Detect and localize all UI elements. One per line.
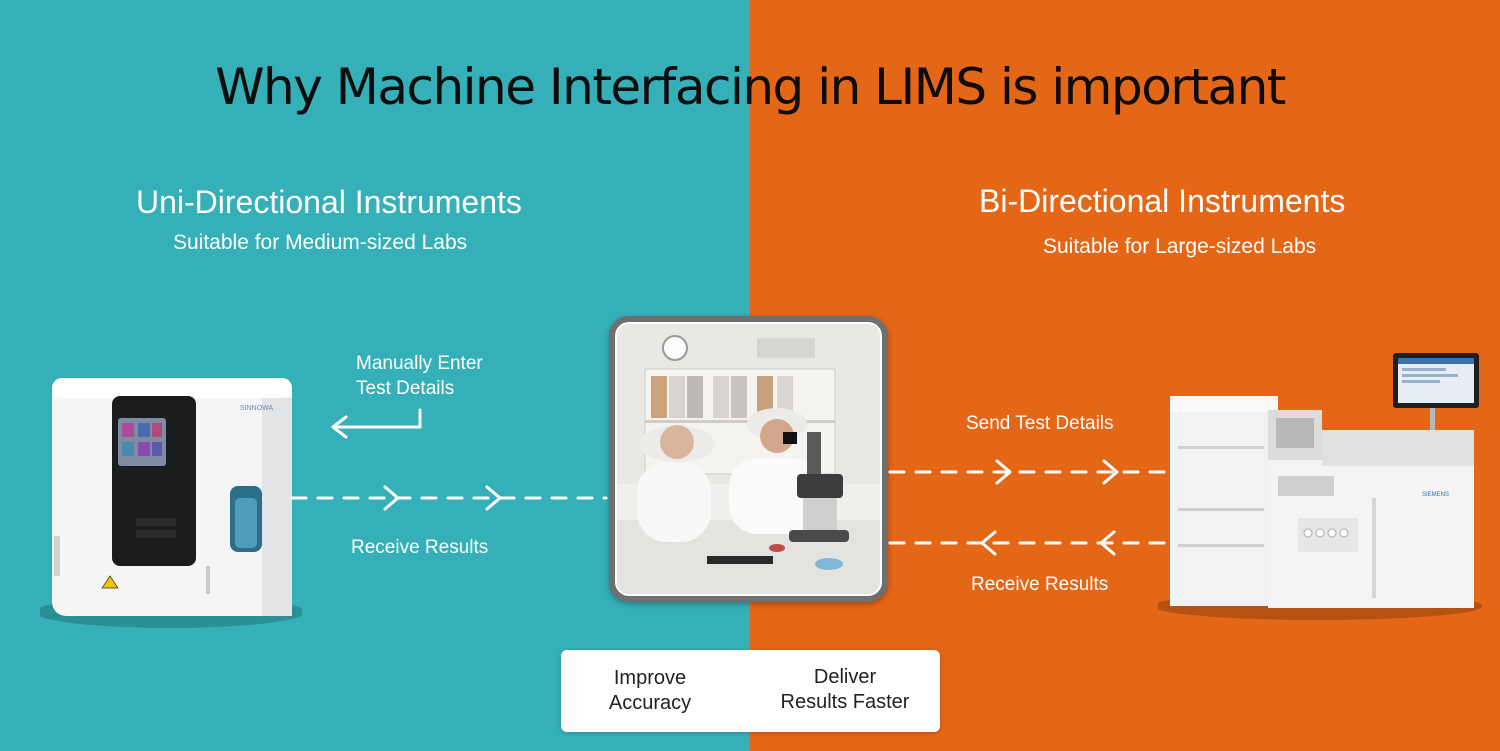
large-analyzer-image: SIEMENS [1158,353,1482,620]
benefit-line1: Improve [613,667,687,689]
uni-directional-title: Uni-Directional Instruments [136,184,522,220]
bi-directional-subtitle: Suitable for Large-sized Labs [1043,235,1317,258]
page-title: Why Machine Interfacing in LIMS is impor… [215,58,1286,116]
benefit-line2: Results Faster [780,691,910,713]
benefit-line2: Accuracy [608,692,692,714]
bi-receive-results-label: Receive Results [971,574,1109,595]
large-analyzer-brand-text: SIEMENS [1422,492,1449,498]
manually-enter-label-line2: Test Details [356,378,455,399]
benefit-line1: Deliver [813,666,877,688]
manually-enter-label-line1: Manually Enter [356,353,483,374]
benefits-box: Improve Accuracy Deliver Results Faster [561,650,940,732]
lab-scientists-photo [615,322,882,596]
hematology-analyzer-image: SINNOWA [40,378,302,628]
send-test-details-label: Send Test Details [966,413,1114,434]
uni-directional-subtitle: Suitable for Medium-sized Labs [173,231,468,254]
benefit-improve-accuracy: Improve Accuracy [579,666,721,716]
uni-receive-results-label: Receive Results [351,537,489,558]
lab-photo-frame [609,316,888,602]
analyzer-brand-text: SINNOWA [240,405,274,412]
bi-directional-title: Bi-Directional Instruments [979,183,1346,219]
manually-enter-label: Manually Enter Test Details [356,351,483,401]
benefit-deliver-faster: Deliver Results Faster [761,665,929,715]
